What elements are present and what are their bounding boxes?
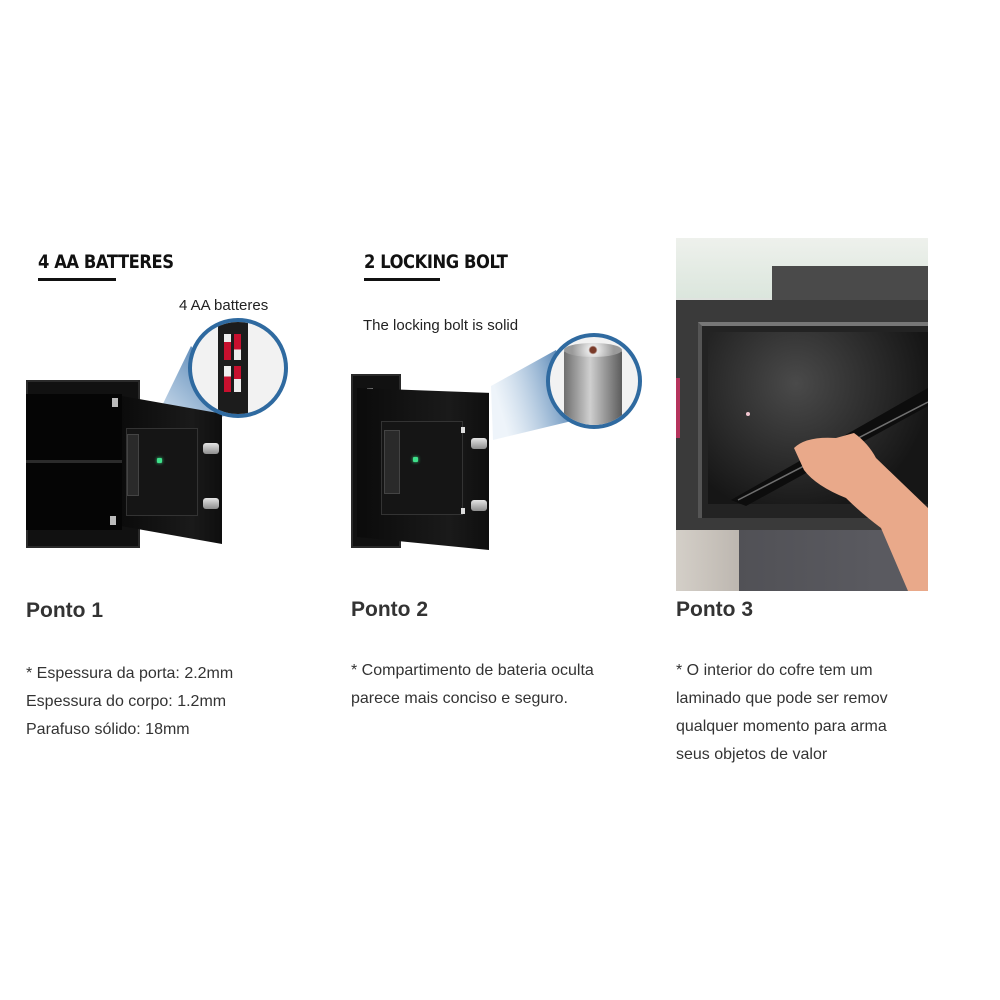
heading-underline [364,278,440,281]
hand [794,433,928,591]
battery-slot [384,430,400,494]
image-caption: The locking bolt is solid [363,317,519,334]
feature-description: * O interior do cofre tem um laminado qu… [676,657,928,777]
floor [676,530,928,591]
battery-callout [188,318,288,418]
product-image-batteries: 4 AA BATTERES 4 AA batteres [26,238,318,558]
description-line: * Espessura da porta: 2.2mm [26,665,234,682]
feature-title: Ponto 1 [26,599,103,622]
hinge [110,516,116,525]
image-caption: 4 AA batteres [179,297,269,314]
description-line: qualquer momento para arma [676,718,887,735]
locking-bolt [471,438,487,449]
heading-underline [38,278,116,281]
interior-light [746,412,750,416]
bolt-cylinder [564,347,622,425]
description-text: * O interior do cofre tem um laminado qu… [676,657,888,769]
feature-title: Ponto 3 [676,598,753,621]
description-line: * Compartimento de bateria oculta [351,662,594,679]
background-shelf [772,266,928,306]
description-line: seus objetos de valor [676,746,828,763]
battery-icon [224,366,231,392]
battery-compartment [218,322,248,414]
image-heading: 4 AA BATTERES [38,251,174,273]
battery-icon [234,366,241,392]
status-led [157,458,162,463]
safe-shelf [26,460,122,463]
image-heading: 2 LOCKING BOLT [364,251,508,273]
description-line: Parafuso sólido: 18mm [26,721,190,738]
locking-bolt [203,443,219,454]
description-line: laminado que pode ser remov [676,690,888,707]
hinge [112,398,118,407]
description-line: Espessura do corpo: 1.2mm [26,693,227,710]
pink-accent [676,378,680,438]
screw [461,427,465,433]
description-line: * O interior do cofre tem um [676,662,873,679]
status-led [413,457,418,462]
bolt-callout [546,333,642,429]
screw [461,508,465,514]
battery-slot [127,434,139,496]
feature-description: * Compartimento de bateria oculta parece… [351,657,594,713]
product-photo-removable-panel [676,238,928,591]
product-image-locking-bolt: 2 LOCKING BOLT The locking bolt is solid [351,238,651,558]
feature-description: * Espessura da porta: 2.2mm Espessura do… [26,660,233,744]
bolt-top [564,343,622,357]
battery-icon [234,334,241,360]
locking-bolt [203,498,219,509]
feature-title: Ponto 2 [351,598,428,621]
locking-bolt [471,500,487,511]
battery-icon [224,334,231,360]
description-line: parece mais conciso e seguro. [351,690,568,707]
